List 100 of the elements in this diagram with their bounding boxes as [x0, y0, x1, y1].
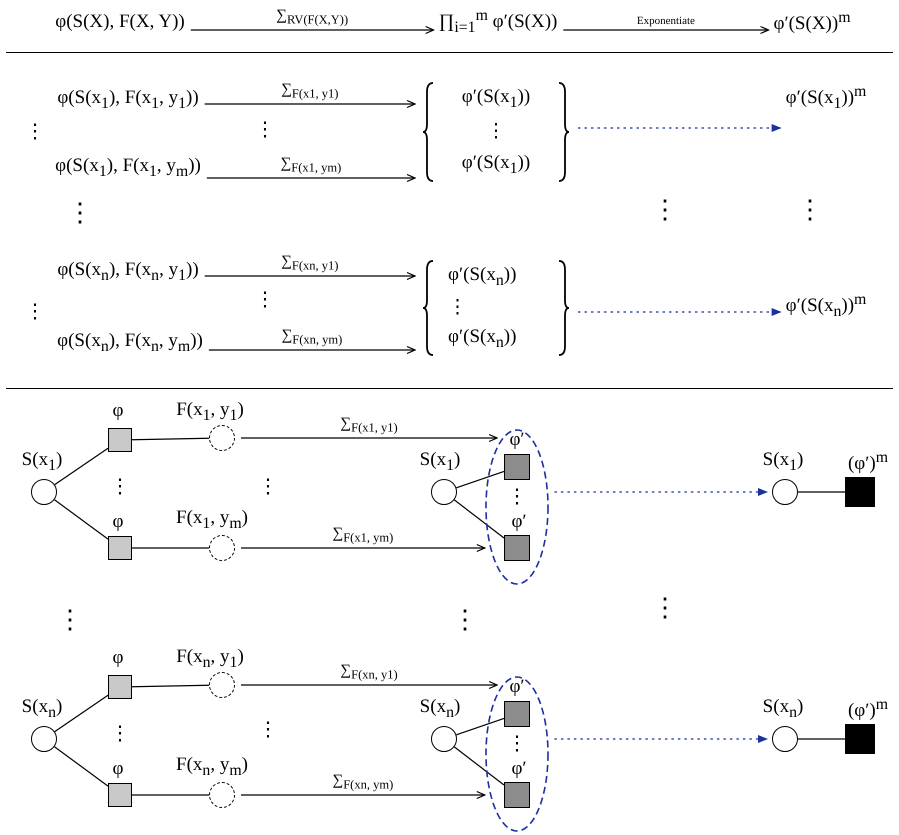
vertical-ellipsis: ⋮ — [255, 288, 275, 312]
factor-square — [108, 783, 132, 807]
node-label: φ′ — [511, 758, 527, 780]
dashed-circle-node — [209, 672, 235, 698]
vertical-ellipsis: ⋮ — [507, 486, 527, 508]
factor-square — [108, 675, 132, 699]
connector-line — [54, 499, 108, 540]
circle-node — [772, 479, 798, 505]
node-label: F(x$_{n}$, y$_{m}$) — [176, 754, 248, 780]
circle-node — [31, 479, 57, 505]
dotted-arrow — [554, 488, 768, 496]
vertical-ellipsis: ⋮ — [507, 732, 527, 756]
node-label: φ — [112, 758, 124, 780]
circle-node — [31, 726, 57, 752]
vertical-ellipsis: ⋮ — [258, 476, 278, 498]
node-label: S(x$_{n}$) — [22, 696, 62, 722]
arrow — [241, 790, 486, 800]
node-label: F(x$_{1}$, y$_{1}$) — [176, 399, 244, 425]
vertical-ellipsis: ⋮ — [652, 593, 678, 623]
node-label: S(x$_{1}$) — [762, 449, 804, 475]
dashed-circle-node — [209, 425, 235, 451]
factor-square — [504, 535, 530, 561]
node-label: φ′ — [509, 429, 525, 451]
dashed-ellipse — [485, 429, 549, 585]
filled-factor-square — [845, 724, 875, 754]
circle-node — [431, 726, 457, 752]
node-label: φ′ — [511, 511, 527, 533]
math-expression: φ′(S(x$_{n}$))$^{m}$ — [786, 290, 866, 322]
vertical-ellipsis: ⋮ — [452, 605, 478, 635]
arrow — [241, 434, 498, 442]
arrow — [241, 680, 498, 690]
arrow — [241, 544, 486, 552]
connector-line — [454, 746, 504, 786]
math-expression: φ′(S(x$_{1}$)) — [462, 86, 530, 112]
node-label: φ′ — [509, 676, 525, 698]
edge-label: ∑$_{F(x1, y1)}$ — [338, 415, 400, 435]
arrow — [563, 26, 770, 34]
node-label: S(x$_{n}$) — [420, 696, 460, 722]
connector-line — [132, 547, 209, 549]
connector-line — [132, 794, 209, 796]
connector-line — [54, 746, 108, 787]
node-label: S(x$_{1}$) — [420, 449, 460, 475]
connector-line — [132, 684, 210, 688]
dashed-circle-node — [209, 535, 235, 561]
edge-label: ∑$_{F(x1, ym)}$ — [278, 155, 344, 175]
factor-square — [504, 701, 530, 727]
vertical-ellipsis: ⋮ — [67, 198, 93, 228]
dashed-ellipse — [485, 676, 549, 832]
node-label: S(x$_{n}$) — [762, 696, 804, 722]
connector-line — [456, 470, 504, 488]
math-expression: φ′(S(X))$^{m}$ — [773, 8, 851, 36]
arrow — [206, 174, 416, 182]
node-label: φ — [112, 647, 124, 669]
circle-node — [431, 479, 457, 505]
edge-label: ∑$_{F(x1, y1)}$ — [279, 81, 340, 101]
connector-line — [454, 499, 504, 538]
arrow — [204, 272, 416, 280]
connector-line — [798, 738, 845, 740]
vertical-ellipsis: ⋮ — [486, 121, 506, 143]
edge-label: ∑$_{F(xn, y1)}$ — [279, 253, 340, 273]
node-label: (φ′)$^{m}$ — [848, 696, 888, 722]
arrow — [208, 346, 416, 354]
vertical-ellipsis: ⋮ — [448, 297, 467, 319]
filled-factor-square — [845, 477, 875, 507]
vertical-ellipsis: ⋮ — [25, 300, 45, 324]
connector-line — [132, 438, 210, 440]
vertical-ellipsis: ⋮ — [110, 476, 130, 498]
connector-line — [54, 694, 108, 732]
edge-label: Exponentiate — [634, 14, 697, 27]
edge-label: ∑$_{F(xn, ym)}$ — [280, 327, 344, 347]
math-expression: φ(S(x$_{n}$), F(x$_{n}$, y$_{m}$)) — [57, 330, 203, 356]
edge-label: ∑$_{F(xn, y1)}$ — [338, 662, 400, 682]
connector-line — [54, 448, 108, 486]
dashed-circle-node — [209, 782, 235, 808]
factor-square — [504, 454, 530, 480]
math-expression: φ′(S(x$_{1}$)) — [462, 152, 530, 178]
factor-square — [108, 536, 132, 560]
math-expression: φ(S(X), F(X, Y)) — [55, 11, 185, 33]
dotted-arrow — [554, 735, 768, 743]
vertical-ellipsis: ⋮ — [797, 195, 823, 225]
circle-node — [772, 726, 798, 752]
vertical-ellipsis: ⋮ — [652, 195, 678, 225]
node-label: φ — [112, 511, 124, 533]
math-expression: φ′(S(x$_{n}$)) — [448, 264, 516, 290]
node-label: (φ′)$^{m}$ — [848, 448, 888, 476]
dotted-arrow — [578, 308, 782, 316]
vertical-ellipsis: ⋮ — [258, 718, 278, 742]
connector-line — [456, 718, 504, 736]
node-label: F(x$_{n}$, y$_{1}$) — [176, 646, 244, 672]
vertical-ellipsis: ⋮ — [25, 120, 45, 144]
arrow — [190, 26, 434, 34]
math-expression: φ(S(x$_{1}$), F(x$_{1}$, y$_{m}$)) — [55, 155, 201, 181]
arrow — [204, 100, 416, 108]
node-label: φ — [112, 400, 124, 422]
vertical-ellipsis: ⋮ — [110, 722, 130, 746]
factor-square — [108, 428, 132, 452]
math-expression: ∏$_{i=1}$$^{m}$ φ′(S(X)) — [438, 6, 558, 38]
math-expression: φ(S(x$_{n}$), F(x$_{n}$, y$_{1}$)) — [57, 259, 199, 285]
node-label: F(x$_{1}$, y$_{m}$) — [176, 507, 248, 533]
connector-line — [798, 491, 845, 493]
